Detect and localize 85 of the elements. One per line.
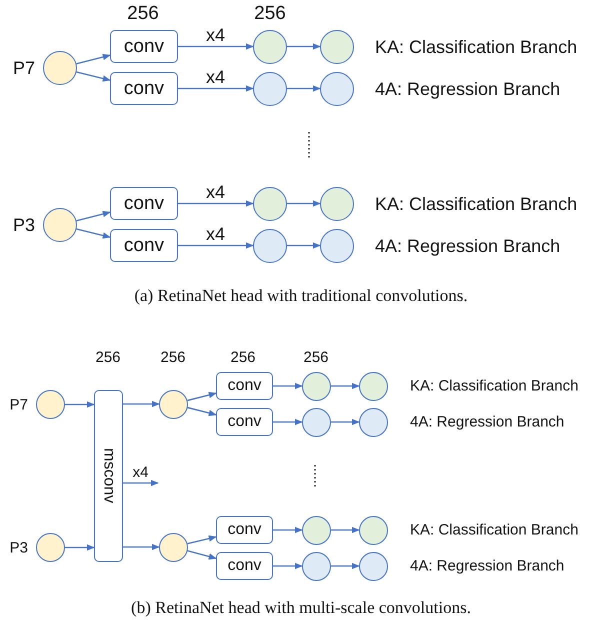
arrow <box>76 210 111 222</box>
arrow <box>187 550 217 560</box>
arrow <box>331 418 360 426</box>
feature-circle <box>36 533 65 562</box>
level-label: P7 <box>10 397 28 412</box>
edge-label: x4 <box>205 182 226 200</box>
feature-circle <box>302 408 331 436</box>
feature-circle <box>36 390 65 419</box>
arrow <box>178 200 254 207</box>
branch-label: 4A: Regression Branch <box>410 558 564 574</box>
branch-label: 4A: Regression Branch <box>410 414 564 430</box>
feature-circle <box>159 532 188 562</box>
edge-label: x4 <box>205 26 226 44</box>
feature-circle <box>302 372 331 400</box>
conv-block: conv <box>216 516 273 544</box>
arrow <box>273 418 303 426</box>
arrow <box>65 401 95 408</box>
feature-circle <box>253 186 287 220</box>
arrow <box>273 562 303 570</box>
feature-circle <box>359 408 388 436</box>
conv-block: conv <box>110 229 178 262</box>
level-label: P3 <box>12 216 35 234</box>
branch-label: KA: Classification Branch <box>410 522 578 538</box>
arrow <box>287 43 321 50</box>
channel-count: 256 <box>254 4 286 23</box>
feature-circle <box>359 372 388 400</box>
conv-block: conv <box>110 187 178 220</box>
branch-label: 4A: Regression Branch <box>375 236 560 254</box>
branch-label: KA: Classification Branch <box>410 378 578 394</box>
arrow <box>76 54 111 64</box>
arrow <box>331 562 360 570</box>
feature-circle <box>359 552 388 580</box>
feature-circle <box>253 72 287 106</box>
level-label: P7 <box>12 59 35 77</box>
conv-block: conv <box>216 372 273 400</box>
conv-block: conv <box>216 408 273 436</box>
arrow <box>287 242 321 249</box>
arrow <box>287 200 321 207</box>
channel-count: 256 <box>95 350 121 365</box>
conv-block: conv <box>110 72 178 105</box>
arrow <box>178 85 254 92</box>
arrow <box>331 382 360 390</box>
arrow <box>123 480 159 486</box>
feature-circle <box>43 208 77 242</box>
arrow <box>76 71 111 82</box>
arrow <box>273 526 303 534</box>
edge-label: x4 <box>132 465 150 480</box>
conv-block: conv <box>110 30 178 63</box>
feature-circle <box>320 72 354 106</box>
arrow <box>187 406 217 416</box>
conv-block: conv <box>216 552 273 580</box>
msconv-block: msconv <box>94 390 123 562</box>
arrow <box>273 382 303 390</box>
arrow <box>123 400 160 408</box>
feature-circle <box>320 186 354 220</box>
arrow <box>187 535 217 544</box>
caption: (a) RetinaNet head with traditional convolutions. <box>134 287 468 304</box>
edge-label: x4 <box>205 68 226 86</box>
level-label: P3 <box>10 540 28 555</box>
arrow <box>187 392 217 402</box>
arrow <box>65 544 95 551</box>
arrow <box>287 85 321 92</box>
channel-count: 256 <box>230 350 256 365</box>
branch-label: KA: Classification Branch <box>375 194 578 212</box>
channel-count: 256 <box>303 350 329 365</box>
channel-count: 256 <box>127 4 159 23</box>
arrow <box>123 544 160 550</box>
branch-label: KA: Classification Branch <box>375 38 578 56</box>
feature-circle <box>159 390 188 418</box>
caption: (b) RetinaNet head with multi-scale convolutions. <box>131 599 471 616</box>
edge-label: x4 <box>205 224 226 242</box>
feature-circle <box>359 516 388 544</box>
feature-circle <box>43 51 77 85</box>
feature-circle <box>253 228 287 262</box>
feature-circle <box>253 30 287 64</box>
arrow <box>76 228 111 239</box>
arrow <box>178 242 254 249</box>
feature-circle <box>302 552 331 580</box>
branch-label: 4A: Regression Branch <box>375 80 560 98</box>
feature-circle <box>320 30 354 64</box>
feature-circle <box>320 228 354 262</box>
feature-circle <box>302 516 331 544</box>
arrow <box>178 43 254 50</box>
channel-count: 256 <box>160 350 186 365</box>
arrow <box>331 526 360 534</box>
